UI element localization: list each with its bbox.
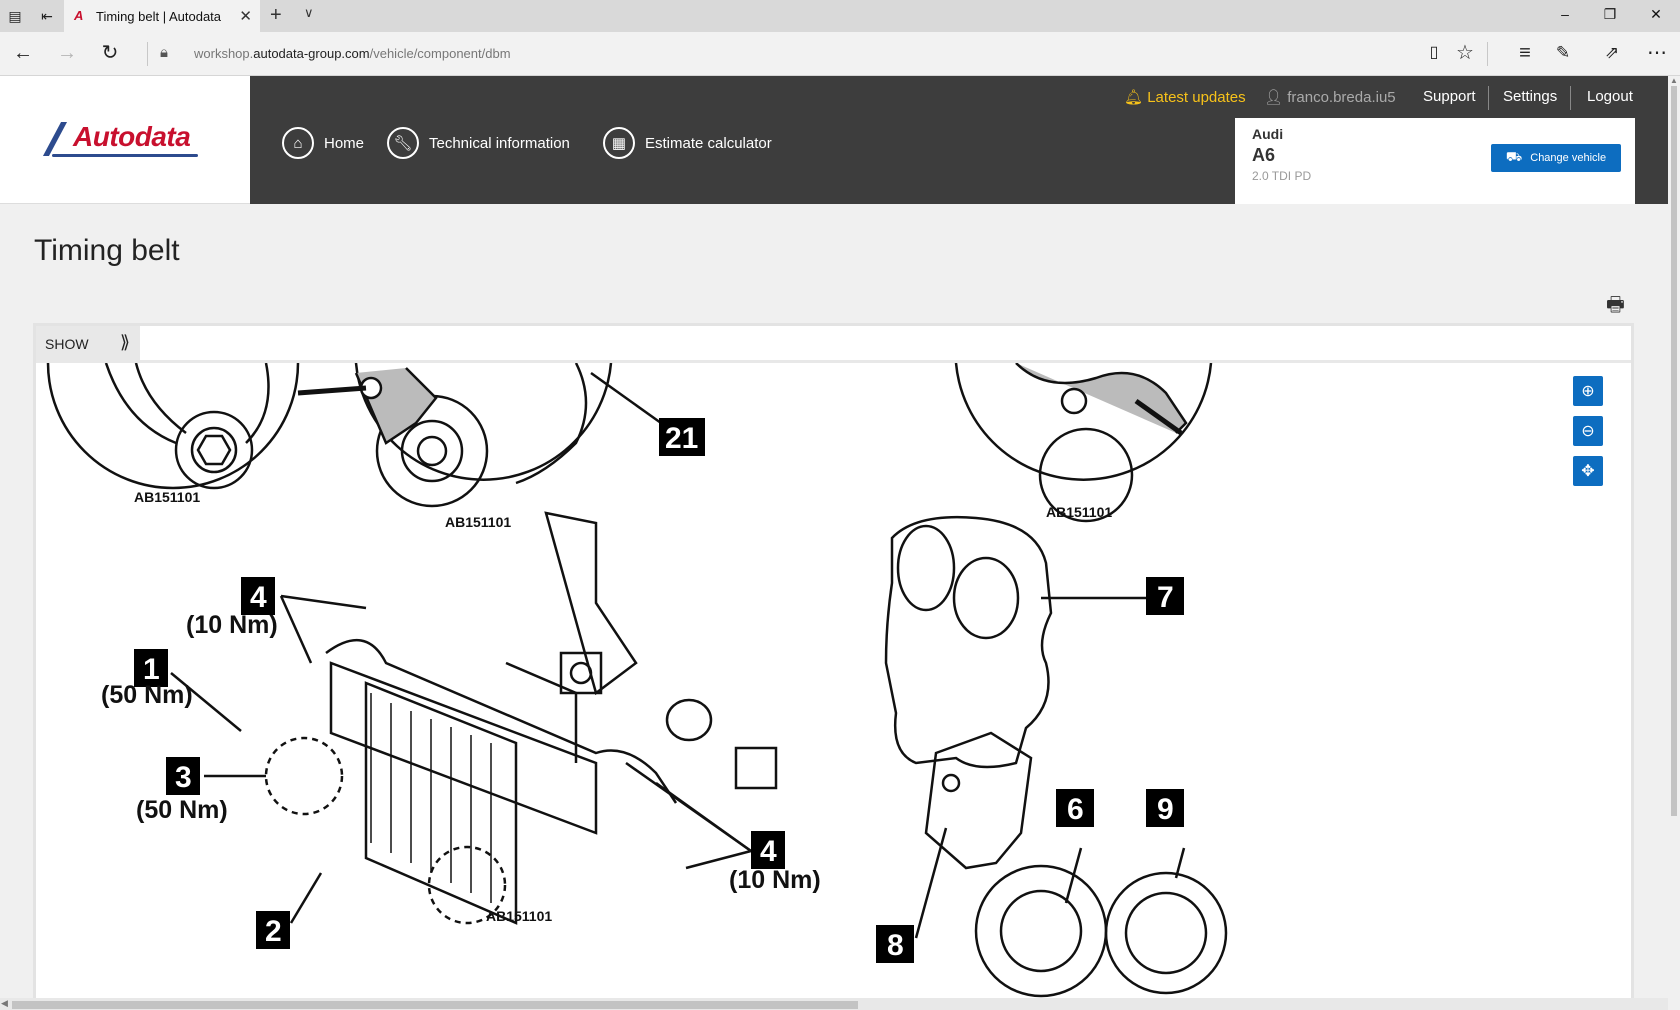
autodata-favicon-icon: A	[74, 8, 84, 23]
support-link[interactable]: Support	[1423, 88, 1476, 105]
fit-icon[interactable]: ✥	[1573, 456, 1603, 486]
figure-ref-code: AB151101	[134, 489, 200, 505]
figure-ref-code: AB151101	[1046, 504, 1112, 520]
zoom-out-icon[interactable]: ⊖	[1573, 416, 1603, 446]
refresh-icon[interactable]: ↻	[101, 42, 119, 64]
user-icon: 👤︎	[1264, 89, 1284, 106]
torque-label: (10 Nm)	[186, 611, 278, 639]
tab-list-icon[interactable]: ▤	[8, 8, 22, 24]
vehicle-model: A6	[1252, 145, 1276, 165]
web-note-icon[interactable]: ✎	[1555, 43, 1571, 62]
car-icon: ⛟	[1505, 149, 1523, 164]
restore-icon[interactable]: ❐	[1603, 6, 1617, 22]
nav-technical-information[interactable]: 🔧︎ Technical information	[387, 126, 570, 160]
diagram-panel: SHOW ⟫	[33, 323, 1634, 1010]
callout-6: 6	[1067, 793, 1084, 826]
callout-labels: 21 4 1 3 2 4 7 6 9 8	[134, 418, 1184, 963]
print-icon[interactable]: 🖶︎	[1606, 294, 1625, 316]
zoom-in-icon[interactable]: ⊕	[1573, 376, 1603, 406]
vertical-scrollbar[interactable]: ▲	[1668, 76, 1680, 1010]
minimize-icon[interactable]: –	[1561, 6, 1569, 22]
logo-area[interactable]: Autodata	[0, 76, 250, 204]
vehicle-card: Audi A6 2.0 TDI PD ⛟ Change vehicle	[1235, 118, 1635, 204]
share-icon[interactable]: ⇗	[1604, 43, 1620, 62]
callout-9: 9	[1157, 793, 1174, 826]
chevron-down-icon[interactable]: ∨	[304, 5, 314, 20]
logout-link[interactable]: Logout	[1587, 88, 1633, 105]
browser-nav-bar: ← → ↻ 🔒︎ workshop.autodata-group.com/veh…	[0, 32, 1680, 76]
more-icon[interactable]: ⋯	[1647, 42, 1667, 64]
set-aside-tabs-icon[interactable]: ⇤	[41, 8, 53, 24]
close-tab-icon[interactable]: ✕	[239, 8, 252, 25]
lock-icon: 🔒︎	[160, 44, 168, 61]
callout-4b: 4	[760, 835, 777, 868]
hub-icon[interactable]: ≡	[1519, 42, 1531, 64]
callout-8: 8	[887, 929, 904, 962]
nav-estimate-calculator[interactable]: ▦ Estimate calculator	[603, 126, 772, 160]
callout-2: 2	[265, 915, 282, 948]
change-vehicle-button[interactable]: ⛟ Change vehicle	[1491, 144, 1621, 172]
horizontal-scrollbar[interactable]: ◀	[0, 998, 1668, 1010]
calculator-icon: ▦	[603, 127, 635, 159]
tab-title: Timing belt | Autodata	[96, 9, 222, 24]
wrench-icon: 🔧︎	[387, 127, 419, 159]
home-icon: ⌂	[282, 127, 314, 159]
callout-3: 3	[175, 761, 192, 794]
page-title: Timing belt	[34, 234, 180, 267]
callout-21: 21	[665, 422, 698, 455]
vehicle-engine: 2.0 TDI PD	[1252, 169, 1312, 183]
address-bar[interactable]: workshop.autodata-group.com/vehicle/comp…	[194, 46, 511, 61]
bell-icon: 🔔︎	[1124, 89, 1144, 106]
torque-label: (50 Nm)	[136, 796, 228, 824]
close-window-icon[interactable]: ✕	[1650, 6, 1662, 22]
timing-belt-diagram[interactable]: 21 4 1 3 2 4 7 6 9 8 (10 Nm) (50 Nm) (50…	[36, 363, 1631, 1010]
figure-ref-code: AB151101	[486, 908, 552, 924]
settings-link[interactable]: Settings	[1503, 88, 1558, 105]
callout-1: 1	[143, 653, 160, 686]
double-chevron-right-icon: ⟫	[120, 332, 131, 352]
vehicle-make: Audi	[1252, 126, 1284, 142]
browser-tab-bar: ▤ ⇤ A Timing belt | Autodata ✕ + ∨ – ❐ ✕	[0, 0, 1680, 32]
browser-tab[interactable]: A Timing belt | Autodata ✕	[64, 0, 260, 32]
favorite-star-icon[interactable]: ☆	[1456, 42, 1474, 64]
latest-updates-link[interactable]: 🔔︎ Latest updates	[1124, 89, 1246, 106]
page-content: Autodata ⌂ Home 🔧︎ Technical information…	[0, 76, 1668, 1010]
autodata-logo: Autodata	[73, 121, 191, 152]
reading-view-icon[interactable]: ▯	[1429, 44, 1439, 61]
forward-arrow-icon[interactable]: →	[57, 42, 77, 64]
new-tab-icon[interactable]: +	[270, 4, 282, 26]
callout-7: 7	[1157, 581, 1174, 614]
torque-label: (10 Nm)	[729, 866, 821, 894]
callout-4a: 4	[250, 581, 267, 614]
torque-label: (50 Nm)	[101, 681, 193, 709]
nav-home[interactable]: ⌂ Home	[282, 126, 364, 160]
user-account[interactable]: 👤︎ franco.breda.iu5	[1264, 89, 1396, 106]
back-arrow-icon[interactable]: ←	[13, 42, 33, 64]
show-toggle[interactable]: SHOW ⟫	[36, 326, 140, 360]
figure-ref-code: AB151101	[445, 514, 511, 530]
